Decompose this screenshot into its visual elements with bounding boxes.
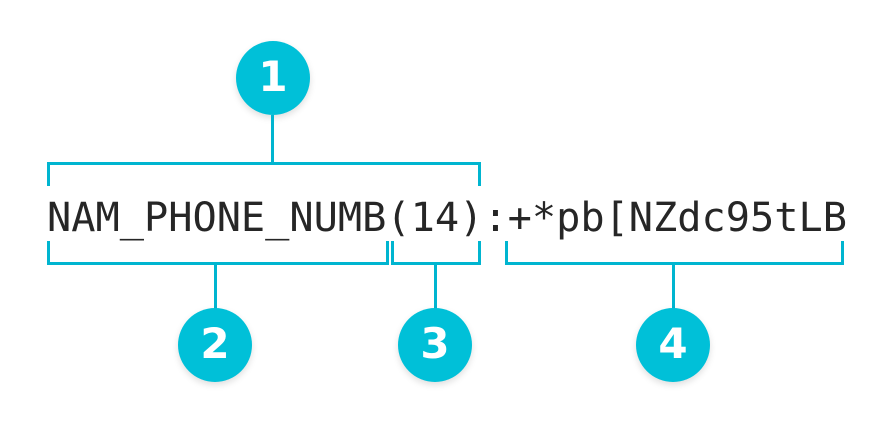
callout-badge-1: 1 (236, 41, 310, 115)
callout-stem-1 (271, 115, 274, 164)
callout-badge-2: 2 (178, 308, 252, 382)
bracket-segment-1 (47, 162, 481, 186)
callout-stem-4 (672, 263, 675, 311)
bracket-segment-2 (47, 241, 389, 265)
callout-badge-3: 3 (398, 308, 472, 382)
callout-stem-3 (434, 263, 437, 311)
callout-badge-1-label: 1 (258, 52, 288, 101)
callout-stem-2 (214, 263, 217, 311)
callout-badge-4-label: 4 (658, 319, 688, 368)
callout-badge-4: 4 (636, 308, 710, 382)
bracket-segment-4 (505, 241, 844, 265)
callout-badge-2-label: 2 (200, 319, 230, 368)
bracket-segment-3 (391, 241, 481, 265)
callout-badge-3-label: 3 (420, 319, 450, 368)
annotated-string-text: NAM_PHONE_NUMB(14):+*pb[NZdc95tLB (47, 195, 847, 241)
